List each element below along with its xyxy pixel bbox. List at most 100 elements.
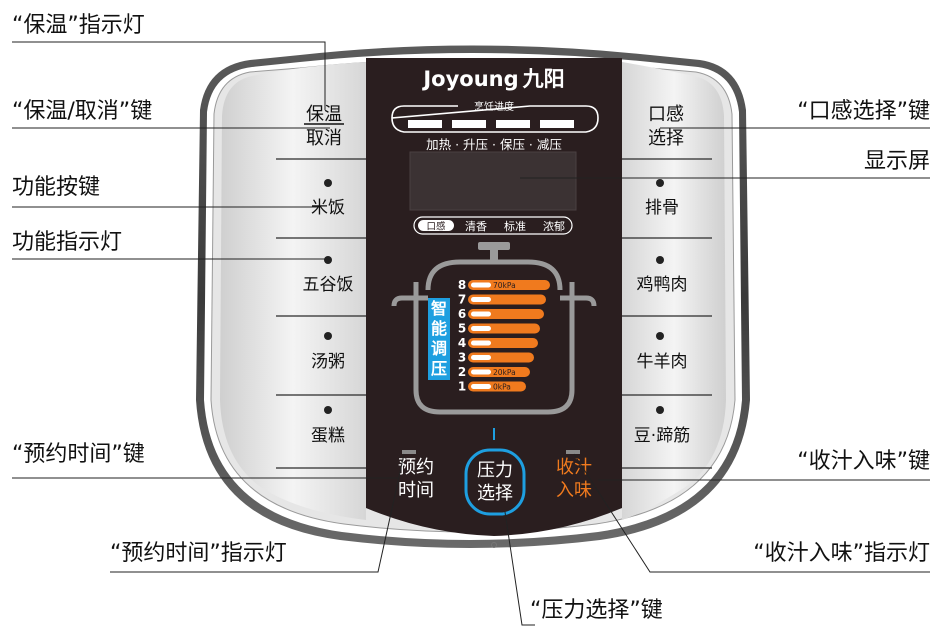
pressure-kpa-label: 20kPa bbox=[493, 368, 516, 377]
pressure-level-number: 1 bbox=[458, 380, 466, 394]
function-indicator-light bbox=[656, 332, 664, 340]
progress-segment bbox=[408, 120, 442, 128]
callout-preset-time-key: “预约时间”键 bbox=[12, 442, 145, 467]
pressure-level-number: 7 bbox=[458, 293, 466, 307]
taste-label: 口感 bbox=[426, 221, 446, 233]
reduce-sauce-key-label-2[interactable]: 入味 bbox=[556, 480, 592, 501]
progress-bracket bbox=[391, 105, 599, 133]
panel-notch bbox=[491, 542, 497, 548]
left-function-key-label[interactable]: 汤粥 bbox=[311, 352, 345, 372]
taste-select-key-label-2[interactable]: 选择 bbox=[648, 128, 684, 149]
callout-taste-select-key: “口感选择”键 bbox=[797, 99, 930, 124]
function-indicator-light bbox=[324, 179, 332, 187]
preset-time-key-label-2[interactable]: 时间 bbox=[398, 480, 434, 501]
taste-option: 清香 bbox=[465, 220, 487, 233]
pressure-level-number: 2 bbox=[458, 365, 466, 379]
pressure-level-indicator bbox=[471, 355, 491, 360]
callout-pressure-select-key: “压力选择”键 bbox=[530, 598, 663, 623]
pressure-level-number: 4 bbox=[458, 336, 466, 350]
pot-knob bbox=[478, 242, 510, 250]
function-indicator-light bbox=[324, 332, 332, 340]
progress-title: 烹饪进度 bbox=[474, 100, 514, 113]
pressure-level-number: 8 bbox=[458, 278, 466, 292]
preset-time-indicator bbox=[402, 450, 416, 454]
callout-function-light: 功能指示灯 bbox=[12, 230, 122, 255]
leader-preset-time-light bbox=[110, 453, 405, 573]
function-indicator-light bbox=[656, 406, 664, 414]
progress-segment bbox=[540, 120, 574, 128]
callout-keep-warm-cancel-key: “保温/取消”键 bbox=[12, 99, 152, 124]
taste-label-pill bbox=[418, 220, 454, 231]
callout-reduce-sauce-key: “收汁入味”键 bbox=[797, 449, 930, 474]
progress-segment bbox=[452, 120, 486, 128]
smart-pressure-badge bbox=[428, 298, 450, 380]
pressure-level-indicator bbox=[471, 340, 491, 346]
leader-pressure-select-key bbox=[504, 511, 535, 626]
leader-reduce-sauce-light bbox=[573, 453, 930, 573]
pressure-level-indicator bbox=[471, 297, 491, 302]
progress-segment bbox=[496, 120, 530, 128]
function-indicator-light bbox=[656, 179, 664, 187]
pressure-level-indicator bbox=[471, 384, 491, 389]
pressure-level-indicator bbox=[471, 282, 491, 288]
preset-time-key-label[interactable]: 预约 bbox=[398, 457, 434, 478]
display-screen bbox=[409, 151, 577, 211]
smart-pressure-char: 能 bbox=[431, 319, 447, 338]
callout-keep-warm-light: “保温”指示灯 bbox=[12, 13, 145, 38]
keep-warm-key-label[interactable]: 保温 bbox=[306, 104, 342, 125]
function-indicator-light bbox=[324, 406, 332, 414]
pressure-select-key-label[interactable]: 压力 bbox=[477, 460, 513, 481]
callout-display: 显示屏 bbox=[864, 149, 930, 174]
callout-reduce-sauce-light: “收汁入味”指示灯 bbox=[753, 541, 930, 566]
pressure-level-indicator bbox=[471, 311, 491, 317]
left-function-key-label[interactable]: 米饭 bbox=[311, 198, 345, 218]
left-function-key-label[interactable]: 五谷饭 bbox=[303, 275, 354, 295]
taste-option: 标准 bbox=[504, 219, 526, 233]
function-indicator-light bbox=[656, 256, 664, 264]
reduce-sauce-key-label[interactable]: 收汁 bbox=[556, 457, 592, 478]
left-function-key-label[interactable]: 蛋糕 bbox=[311, 426, 345, 446]
taste-option: 浓郁 bbox=[543, 219, 565, 233]
right-function-key-label[interactable]: 牛羊肉 bbox=[637, 352, 688, 372]
brand-name-cn: 九阳 bbox=[522, 67, 565, 91]
progress-steps: 加热 · 升压 · 保压 · 减压 bbox=[426, 137, 562, 152]
pot-handle-right bbox=[560, 295, 597, 307]
function-indicator-light bbox=[324, 256, 332, 264]
pressure-level-number: 3 bbox=[458, 351, 466, 365]
smart-pressure-char: 智 bbox=[431, 299, 447, 318]
right-key-strip bbox=[622, 62, 726, 520]
pressure-level-indicator bbox=[471, 326, 491, 331]
pot-body bbox=[413, 282, 575, 415]
left-key-strip bbox=[220, 62, 366, 520]
callout-preset-time-light: “预约时间”指示灯 bbox=[110, 541, 287, 566]
right-function-key-label[interactable]: 豆·蹄筋 bbox=[634, 426, 690, 446]
pot-handle-left bbox=[391, 295, 428, 307]
smart-pressure-char: 调 bbox=[431, 339, 447, 358]
reduce-sauce-indicator bbox=[566, 450, 580, 454]
key-dividers bbox=[276, 158, 712, 469]
smart-pressure-char: 压 bbox=[431, 359, 447, 378]
pot-lid bbox=[425, 259, 563, 291]
pressure-level-number: 5 bbox=[458, 322, 466, 336]
pot-knob-stem bbox=[490, 250, 498, 262]
leader-keep-warm-light bbox=[12, 41, 326, 110]
callout-function-key: 功能按键 bbox=[12, 175, 100, 200]
pressure-level-indicator bbox=[471, 369, 491, 375]
right-function-key-label[interactable]: 排骨 bbox=[645, 198, 679, 218]
pressure-kpa-label: 0kPa bbox=[493, 383, 511, 392]
brand-name: Joyoung bbox=[421, 67, 518, 91]
taste-select-key-label[interactable]: 口感 bbox=[648, 104, 684, 125]
cancel-key-label[interactable]: 取消 bbox=[306, 128, 342, 149]
pressure-select-key[interactable] bbox=[464, 448, 526, 516]
pressure-select-key-label-2[interactable]: 选择 bbox=[477, 483, 513, 504]
right-function-key-label[interactable]: 鸡鸭肉 bbox=[637, 275, 688, 295]
pressure-level-number: 6 bbox=[458, 307, 466, 321]
taste-bar bbox=[413, 216, 573, 235]
pressure-kpa-label: 70kPa bbox=[493, 281, 516, 290]
